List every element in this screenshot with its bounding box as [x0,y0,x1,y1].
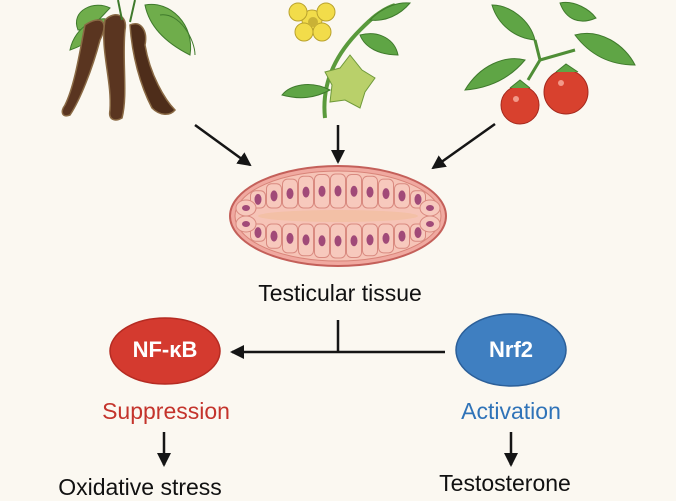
cell-nucleus [382,188,390,200]
oxidative-stress-label: Oxidative stress [58,474,222,500]
cell-nucleus [302,186,310,198]
arrow-plant3-to-tissue [431,122,496,170]
cell-nucleus [254,193,262,205]
cell-nucleus [334,235,342,247]
nfkb-node [109,317,221,385]
cell-nucleus [242,205,250,211]
tissue-lumen [258,210,418,222]
yellow-flower-plant-icon [281,2,411,119]
diagram-canvas [61,0,636,467]
cell-nucleus [270,230,278,242]
cell-nucleus [382,232,390,244]
cell-nucleus [334,185,342,197]
cell-nucleus [426,205,434,211]
cell-nucleus [426,221,434,227]
arrow-plant1-to-tissue [194,123,252,167]
activation-label: Activation [461,398,561,424]
cell-nucleus [302,234,310,246]
cell-nucleus [254,227,262,239]
seed-pod-plant-icon [61,0,196,121]
cell-nucleus [350,235,358,247]
suppression-label: Suppression [102,398,230,424]
cell-nucleus [366,234,374,246]
cell-nucleus [398,230,406,242]
cell-nucleus [242,221,250,227]
red-berry-plant-icon [464,1,636,125]
cell-nucleus [270,190,278,202]
cell-nucleus [286,232,294,244]
cell-nucleus [286,188,294,200]
cell-nucleus [366,186,374,198]
cell-nucleus [318,185,326,197]
cell-nucleus [414,193,422,205]
cell-nucleus [414,227,422,239]
cell-nucleus [318,235,326,247]
nrf2-node [455,313,567,387]
cell-nucleus [350,185,358,197]
nfkb-label: NF-κB [132,337,198,362]
nrf2-label: Nrf2 [488,337,534,362]
testosterone-label: Testosterone [439,470,571,496]
tissue-label: Testicular tissue [258,280,422,306]
testicular-tissue-illustration [229,165,447,267]
cell-nucleus [398,190,406,202]
